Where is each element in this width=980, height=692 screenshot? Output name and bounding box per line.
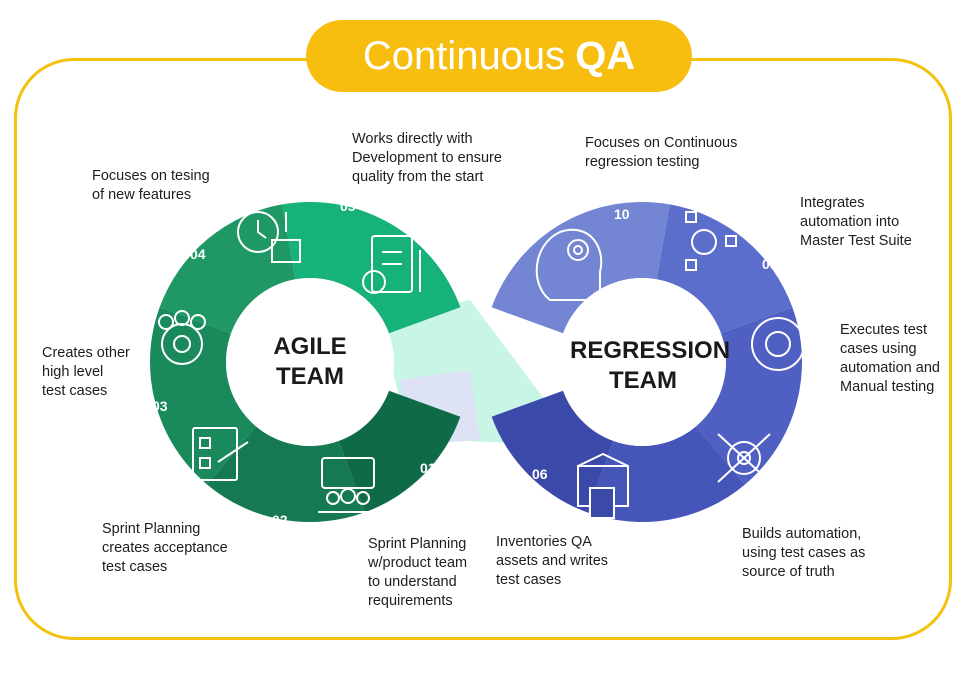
title-text-bold: QA xyxy=(575,33,636,78)
agile-title-line1: AGILE xyxy=(273,333,347,360)
step-label-06: Inventories QA assets and writes test ca… xyxy=(496,534,609,588)
step-label-04: Focuses on tesing of new features xyxy=(92,168,210,203)
agile-center-title: AGILE TEAM xyxy=(250,332,370,392)
agile-title-line2: TEAM xyxy=(276,363,344,390)
step-label-05: Works directly with Development to ensur… xyxy=(352,131,502,185)
step-number-09: 09 xyxy=(762,256,778,272)
clipboard-clock-icon xyxy=(362,235,421,294)
agile-segment-03 xyxy=(150,307,257,485)
step-number-08: 08 xyxy=(798,412,814,428)
regression-title-line1: REGRESSION xyxy=(570,337,731,364)
step-number-06: 06 xyxy=(532,466,548,482)
step-number-05: 05 xyxy=(340,198,356,214)
agile-segment-01 xyxy=(338,390,461,513)
step-label-09: Integrates automation into Master Test S… xyxy=(800,195,912,249)
step-number-07: 07 xyxy=(676,518,692,534)
circuit-gear-icon xyxy=(717,433,771,483)
agile-ring xyxy=(150,201,461,523)
step-label-10: Focuses on Continuous regression testing xyxy=(585,135,738,170)
step-label-08: Executes test cases using automation and… xyxy=(840,322,940,395)
agile-center-circle xyxy=(226,278,394,446)
regression-center-title: REGRESSION TEAM xyxy=(570,336,731,396)
clock-package-icon xyxy=(237,211,301,263)
gear-checklist-cycle-icon xyxy=(685,211,737,271)
team-gear-icon xyxy=(158,310,206,365)
agile-segment-04 xyxy=(159,204,296,334)
step-number-04: 04 xyxy=(190,246,206,262)
title-text: Continuous xyxy=(362,33,566,78)
regression-ring xyxy=(491,201,802,522)
regression-title-line2: TEAM xyxy=(609,367,677,394)
regression-segment-06 xyxy=(491,390,614,513)
box-checklist-icon xyxy=(577,452,629,519)
step-label-01: Sprint Planning w/product team to unders… xyxy=(368,536,468,609)
head-target-icon xyxy=(535,229,603,301)
agile-segment-02 xyxy=(207,426,365,523)
step-label-07: Builds automation, using test cases as s… xyxy=(742,526,866,580)
title-banner: Continuous QA xyxy=(306,20,692,92)
team-meeting-icon xyxy=(318,457,378,513)
code-checklist-icon xyxy=(192,427,249,481)
regression-segment-09 xyxy=(656,204,793,334)
regression-center-circle xyxy=(558,278,726,446)
regression-segment-08 xyxy=(695,307,802,485)
gear-cycle-icon xyxy=(751,317,805,371)
step-number-03: 03 xyxy=(152,398,168,414)
regression-segment-10 xyxy=(491,201,670,334)
step-number-02: 02 xyxy=(272,512,288,528)
step-label-03: Creates other high level test cases xyxy=(42,345,130,399)
step-number-01: 01 xyxy=(420,460,436,476)
step-label-02: Sprint Planning creates acceptance test … xyxy=(102,521,228,575)
regression-segment-07 xyxy=(587,426,745,522)
step-number-10: 10 xyxy=(614,206,630,222)
